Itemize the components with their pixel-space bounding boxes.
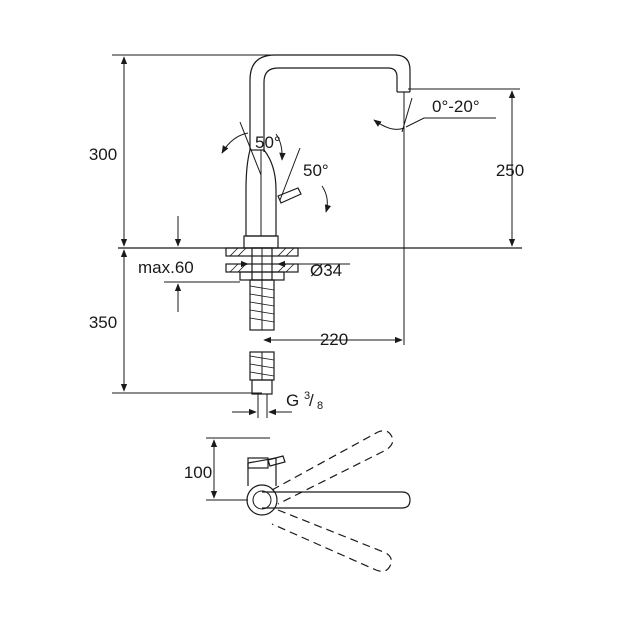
top-view: [246, 430, 411, 572]
lever-angle-side-label: 50°: [303, 161, 329, 180]
lever-axis-line: [239, 121, 262, 176]
supply-hoses-lower: [249, 351, 275, 418]
lever-side-line: [279, 147, 301, 201]
reach-label: 220: [320, 330, 348, 349]
faucet-body: [243, 149, 279, 249]
thread-denominator: 8: [317, 400, 323, 412]
dim-250-label: 250: [496, 161, 524, 180]
lever-angle-front-label: 50°: [255, 133, 281, 152]
lever-handle: [277, 187, 302, 204]
hole-diameter-label: Ø34: [310, 261, 342, 280]
thread-numerator: 3: [304, 390, 310, 402]
lever-arc-front: [221, 132, 249, 154]
dim-350-label: 350: [89, 313, 117, 332]
supply-hoses-upper: [249, 247, 275, 331]
tilt-leader: [405, 117, 496, 128]
thread-label: G: [286, 391, 299, 410]
dim-300-label: 300: [89, 145, 117, 164]
spout-tilt-label: 0°-20°: [432, 97, 480, 116]
thread-slash: /: [309, 391, 314, 410]
tilt-ref-line: [401, 97, 413, 133]
tilt-arc: [373, 119, 405, 130]
max-deck-label: max.60: [138, 258, 194, 277]
lever-arc-front-right: [275, 133, 286, 161]
lever-arc-side: [321, 185, 332, 213]
depth-label: 100: [184, 463, 212, 482]
